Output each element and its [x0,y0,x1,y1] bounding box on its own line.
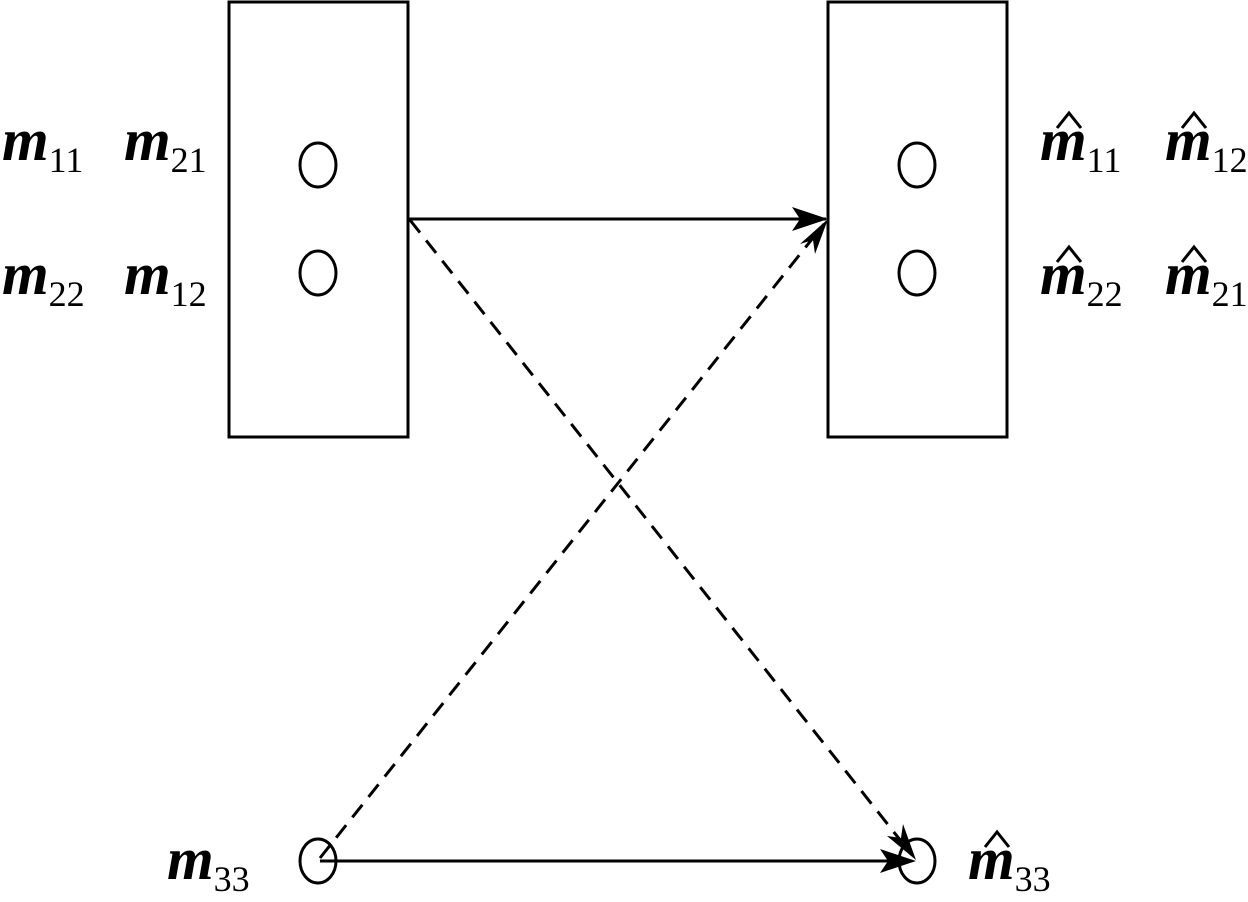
label-m11: m11 [2,107,83,180]
svg-text:m33: m33 [968,826,1051,899]
right-box-node-top [897,141,937,189]
svg-text:m22: m22 [1040,241,1123,314]
left-box [227,0,410,439]
right-box-node-bottom [897,249,937,297]
left-box-node-top [298,141,338,189]
svg-text:m21: m21 [1165,241,1248,314]
label-mhat21: m21 [1165,241,1248,314]
arrowhead-bottom-left-node-to-right-box [800,219,828,254]
left-box-group [227,0,410,439]
svg-text:m33: m33 [167,826,250,899]
left-box-node-bottom [298,249,338,297]
hat-mark [1055,244,1083,263]
svg-text:m11: m11 [2,107,83,180]
arrowhead-bottom-left-node-to-bottom-right-node [880,849,916,873]
svg-text:m11: m11 [1040,107,1121,180]
arrow-bottom-left-node-to-right-box [318,223,826,859]
hat-mark [1180,244,1208,263]
label-mhat11: m11 [1040,107,1121,180]
label-m22: m22 [2,241,85,314]
right-box-group [826,0,1009,439]
label-mhat12: m12 [1165,107,1248,180]
label-m21: m21 [124,107,207,180]
svg-text:m12: m12 [1165,107,1248,180]
arrowhead-left-box-to-right-box [792,207,828,231]
svg-text:m22: m22 [2,241,85,314]
label-m12: m12 [124,241,207,314]
svg-text:m21: m21 [124,107,207,180]
arrowhead-left-box-to-bottom-right-node [887,824,916,860]
label-m33: m33 [167,826,250,899]
hat-mark [1055,110,1083,129]
label-mhat22: m22 [1040,241,1123,314]
hat-mark [983,829,1011,848]
svg-text:m12: m12 [124,241,207,314]
arrow-left-box-to-bottom-right-node [408,219,914,856]
label-mhat33: m33 [968,826,1051,899]
hat-mark [1180,110,1208,129]
arrows-layer [318,207,916,873]
right-box [826,0,1009,439]
